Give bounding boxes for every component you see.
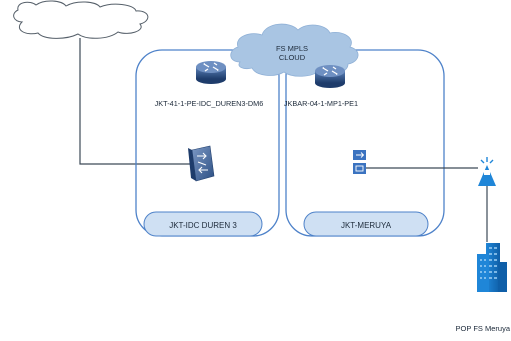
building-icon — [477, 243, 507, 292]
router-icon — [196, 61, 226, 84]
site-pill-left — [143, 211, 263, 237]
router-label-left: JKT-41-1-PE-IDC_DUREN3-DM6 — [155, 99, 264, 108]
network-device-icon — [353, 150, 366, 174]
site-pill-right — [303, 211, 429, 237]
router-label-right: JKBAR-04-1-MP1-PE1 — [284, 99, 358, 108]
mpls-cloud-line2: CLOUD — [279, 53, 306, 62]
layer3-switch-icon — [188, 145, 215, 182]
wireless-access-point-icon — [478, 157, 496, 186]
external-link-line — [79, 38, 192, 165]
mpls-cloud-line1: FS MPLS — [276, 44, 308, 53]
site-label-left: JKT-IDC DUREN 3 — [169, 221, 237, 230]
pop-label: POP FS Meruya — [456, 324, 511, 333]
site-label-right: JKT-MERUYA — [341, 221, 392, 230]
external-cloud-icon — [13, 0, 149, 39]
site-box-right — [285, 49, 445, 237]
router-icon — [315, 65, 345, 88]
mpls-cloud-icon — [230, 23, 359, 77]
